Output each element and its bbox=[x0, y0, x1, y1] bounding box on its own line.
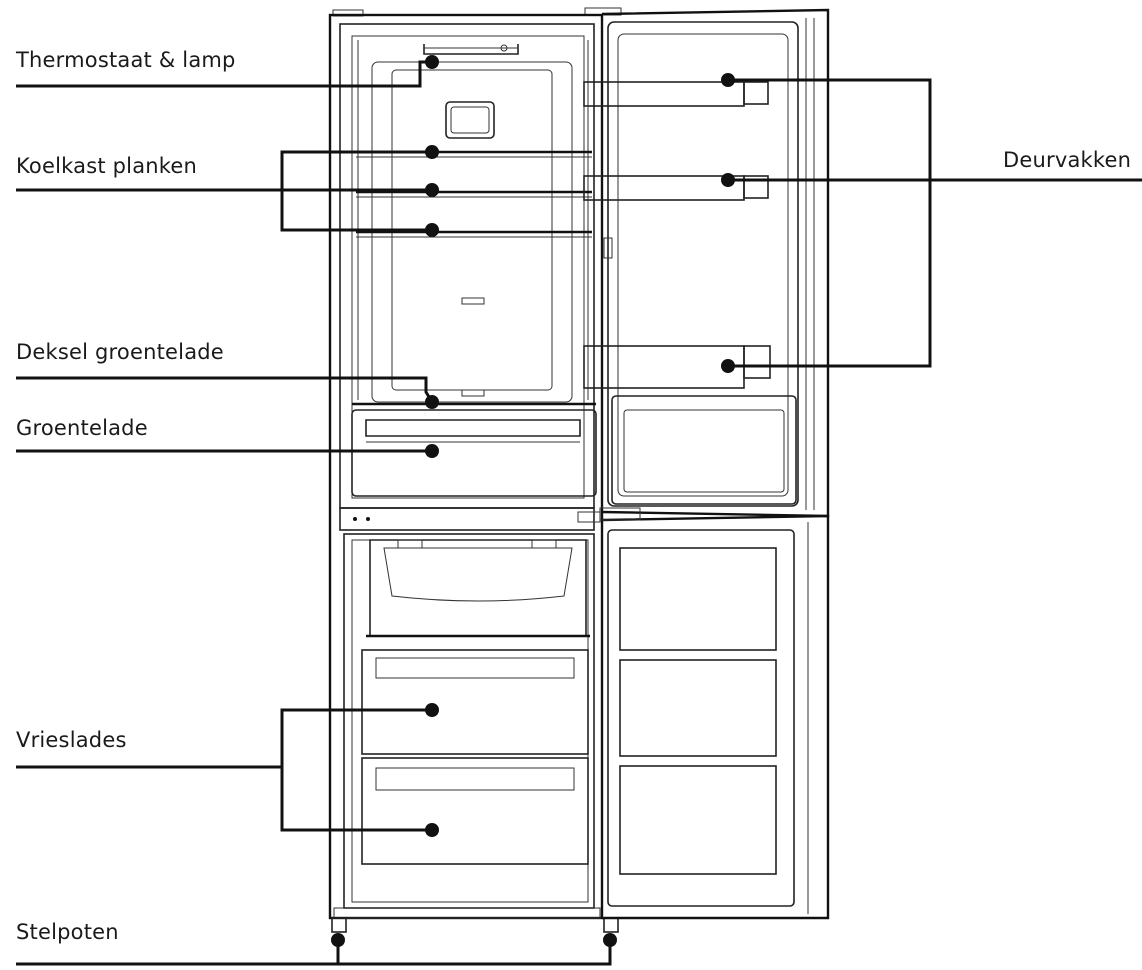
label-thermostat: Thermostaat & lamp bbox=[16, 48, 236, 72]
fridge-door bbox=[583, 8, 830, 518]
fridge-illustration bbox=[328, 7, 622, 933]
label-crisper: Groentelade bbox=[16, 416, 148, 440]
callout-door-bins bbox=[721, 73, 1142, 373]
callout-feet bbox=[16, 933, 617, 966]
callout-freezer-drawers bbox=[16, 703, 439, 837]
callout-crisper bbox=[16, 444, 439, 458]
label-door-bins: Deurvakken bbox=[1003, 148, 1132, 172]
callout-shelves bbox=[16, 145, 439, 237]
label-feet: Stelpoten bbox=[16, 920, 119, 944]
freezer-door bbox=[599, 507, 830, 920]
label-freezer-drawers: Vrieslades bbox=[16, 728, 127, 752]
label-crisper-lid: Deksel groentelade bbox=[16, 340, 224, 364]
label-shelves: Koelkast planken bbox=[16, 154, 198, 178]
callout-crisper-lid bbox=[16, 376, 439, 409]
callout-thermostat bbox=[16, 55, 439, 88]
